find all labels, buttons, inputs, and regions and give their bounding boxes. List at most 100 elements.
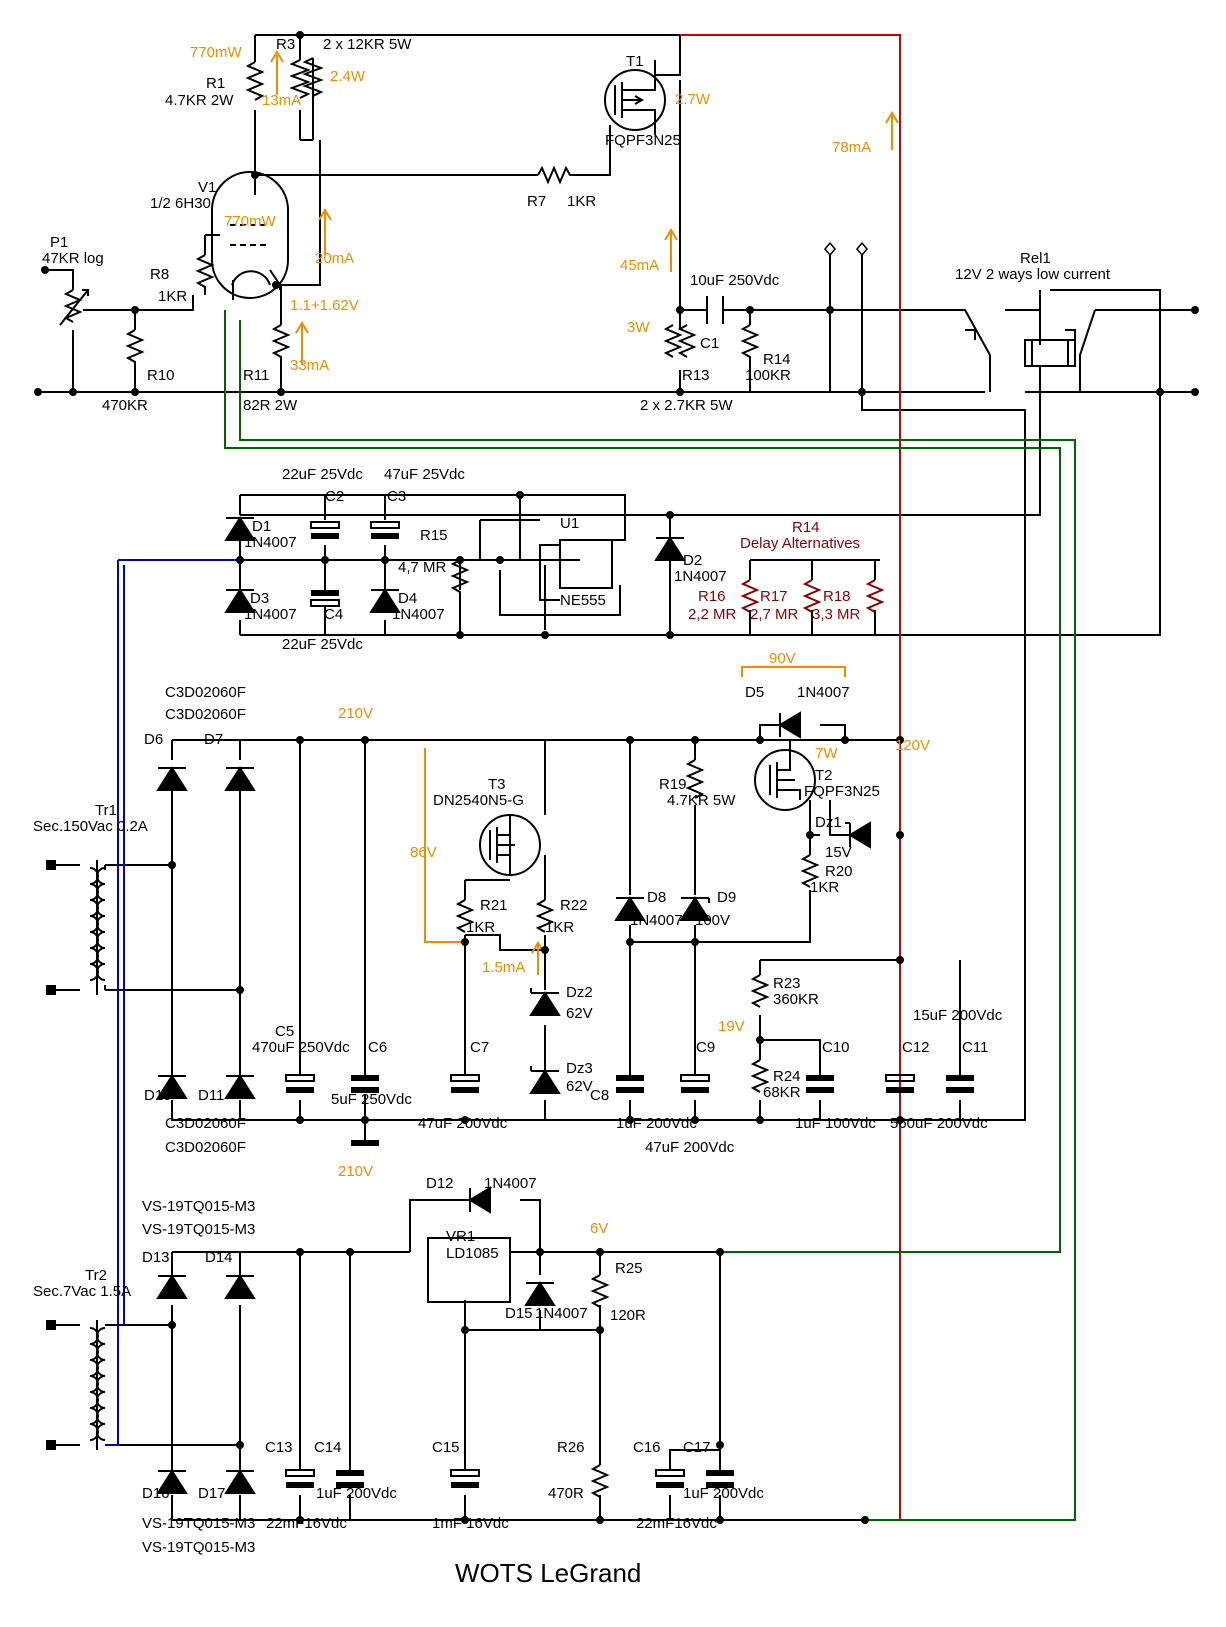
r21-ref: R21 — [480, 897, 508, 914]
annotations — [270, 50, 899, 975]
c12-desc: 560uF 200Vdc — [890, 1115, 988, 1132]
d9-ref: D9 — [717, 889, 736, 906]
c14-ref: C14 — [314, 1439, 342, 1456]
r24-val: 68KR — [763, 1084, 801, 1101]
t1-type: FQPF3N25 — [605, 132, 681, 149]
c9-desc: 47uF 200Vdc — [645, 1139, 735, 1156]
vr1-type: LD1085 — [446, 1245, 499, 1262]
r7-val: 1KR — [567, 193, 596, 210]
r7-ref: R7 — [527, 193, 546, 210]
c16-desc: 22mF16Vdc — [636, 1515, 717, 1532]
dz2-ref: Dz2 — [566, 984, 593, 1001]
d15-type: 1N4007 — [535, 1305, 588, 1322]
voltage-86: 86V — [410, 844, 437, 861]
c3d-label-b: C3D02060F — [165, 706, 246, 723]
r13-desc: 2 x 2.7KR 5W — [640, 397, 733, 414]
vacuum-tube — [211, 171, 289, 299]
d6-ref: D6 — [144, 731, 163, 748]
r20-val: 1KR — [810, 879, 839, 896]
u1-ref: U1 — [560, 515, 579, 532]
r23-ref: R23 — [773, 975, 801, 992]
vs-label-d: VS-19TQ015-M3 — [142, 1539, 255, 1556]
red-supply-wire — [680, 34, 901, 1521]
c16-ref: C16 — [633, 1439, 661, 1456]
d4-type: 1N4007 — [392, 606, 445, 623]
r25-ref: R25 — [615, 1260, 643, 1277]
r23-val: 360KR — [773, 991, 819, 1008]
r1-ref: R1 — [206, 75, 225, 92]
d11-ref: D11 — [198, 1087, 224, 1104]
c13-desc: 22mF16Vdc — [266, 1515, 347, 1532]
r8-val: 1KR — [158, 288, 187, 305]
c13-ref: C13 — [265, 1439, 293, 1456]
ic-blocks — [427, 539, 613, 1303]
voltage-210: 210V — [338, 705, 373, 722]
r16-val: 2,2 MR — [688, 606, 737, 623]
c14-desc: 1uF 200Vdc — [316, 1485, 397, 1502]
r21-val: 1KR — [466, 919, 495, 936]
tr1-desc: Sec.150Vac 0.2A — [33, 818, 148, 835]
d3-ref: D3 — [250, 590, 269, 607]
delay-alternatives-title: Delay Alternatives — [740, 535, 860, 552]
d2-ref: D2 — [683, 552, 702, 569]
d10-ref: D10 — [144, 1087, 172, 1104]
c1-ref: C1 — [700, 335, 719, 352]
nodes — [34, 31, 1199, 1524]
r25-val: 120R — [610, 1307, 646, 1324]
t3-type: DN2540N5-G — [433, 792, 524, 809]
r17-val: 2,7 MR — [750, 606, 799, 623]
r11-val: 82R 2W — [243, 397, 298, 414]
current-20: 20mA — [315, 250, 354, 267]
c10-ref: C10 — [822, 1039, 850, 1056]
r8-ref: R8 — [150, 266, 169, 283]
tr2-desc: Sec.7Vac 1.5A — [33, 1283, 131, 1300]
r26-val: 470R — [548, 1485, 584, 1502]
v1-desc: 1/2 6H30 — [150, 195, 211, 212]
c3d-label-c: C3D02060F — [165, 1115, 246, 1132]
relay-block — [824, 241, 1076, 367]
voltage-6: 6V — [590, 1220, 608, 1237]
labels: 770mW R3 2 x 12KR 5W 2.4W R1 4.7KR 2W 13… — [33, 36, 1111, 1588]
t3-ref: T3 — [488, 776, 506, 793]
c3-ref: C3 — [387, 488, 406, 505]
resistors — [59, 57, 820, 1498]
d7-ref: D7 — [204, 731, 223, 748]
c17-desc: 1uF 200Vdc — [683, 1485, 764, 1502]
tr1-ref: Tr1 — [95, 802, 117, 819]
t2-type: FQPF3N25 — [804, 783, 880, 800]
d16-ref: D16 — [142, 1485, 170, 1502]
c2-desc: 22uF 25Vdc — [282, 466, 363, 483]
t2-ref: T2 — [815, 767, 833, 784]
c11-desc: 15uF 200Vdc — [913, 1007, 1003, 1024]
transformers — [46, 860, 106, 1450]
d8-type: 1N4007 — [630, 912, 683, 929]
r11-ref: R11 — [243, 367, 269, 384]
tr2-ref: Tr2 — [85, 1267, 107, 1284]
diagram-title: WOTS LeGrand — [455, 1558, 641, 1588]
r15-val: 4,7 MR — [398, 559, 447, 576]
d14-ref: D14 — [205, 1249, 233, 1266]
r1-desc: 4.7KR 2W — [165, 92, 234, 109]
r3-power: 2.4W — [330, 68, 366, 85]
dz3-ref: Dz3 — [566, 1060, 593, 1077]
c8-ref: C8 — [590, 1087, 609, 1104]
d12-type: 1N4007 — [484, 1175, 537, 1192]
v1-power: 770mW — [224, 213, 277, 230]
rel1-desc: 12V 2 ways low current — [955, 266, 1111, 283]
voltage-19: 19V — [718, 1018, 745, 1035]
r18-ref: R18 — [823, 588, 851, 605]
r24-ref: R24 — [773, 1068, 801, 1085]
capacitors — [285, 296, 974, 1488]
r14-val: 100KR — [745, 367, 791, 384]
transistors — [479, 60, 816, 876]
r14-ref: R14 — [763, 351, 791, 368]
r18-val: 3,3 MR — [812, 606, 861, 623]
d2-type: 1N4007 — [674, 568, 727, 585]
current-45: 45mA — [620, 257, 659, 274]
d5-ref: D5 — [745, 684, 764, 701]
d17-ref: D17 — [198, 1485, 226, 1502]
c5-ref: C5 — [275, 1023, 294, 1040]
u1-type: NE555 — [560, 592, 606, 609]
r15-ref: R15 — [420, 527, 448, 544]
